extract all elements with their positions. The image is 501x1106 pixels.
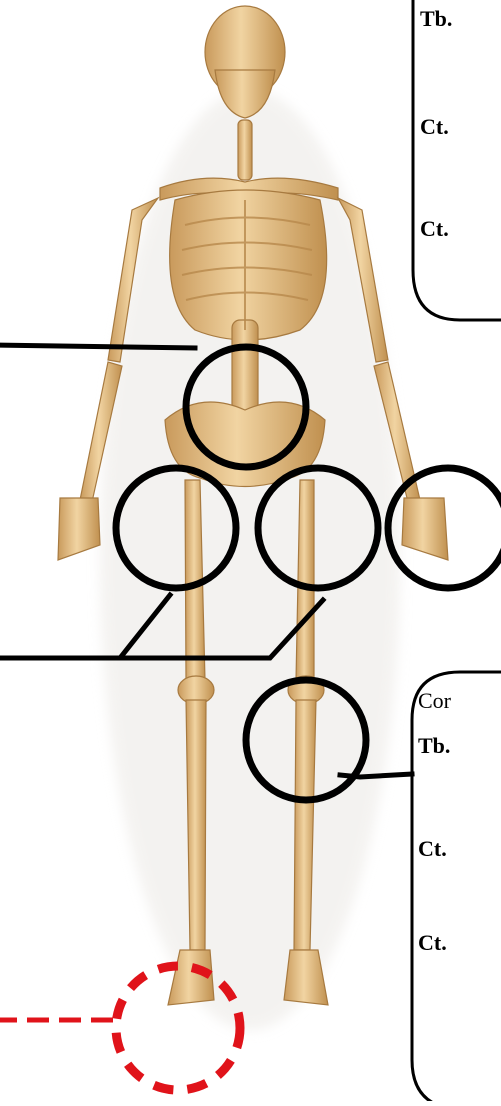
top-box-line-3: Ct. [420,216,449,242]
top-callout-box [413,0,501,320]
bottom-box-line-4: Ct. [418,930,447,956]
top-box-line-1: Tb. [420,6,452,32]
top-box-line-2: Ct. [420,114,449,140]
bottom-box-line-1: Cor [418,688,451,714]
bottom-box-line-2: Tb. [418,733,450,759]
bottom-box-line-3: Ct. [418,836,447,862]
spine-leader-line [0,345,195,348]
